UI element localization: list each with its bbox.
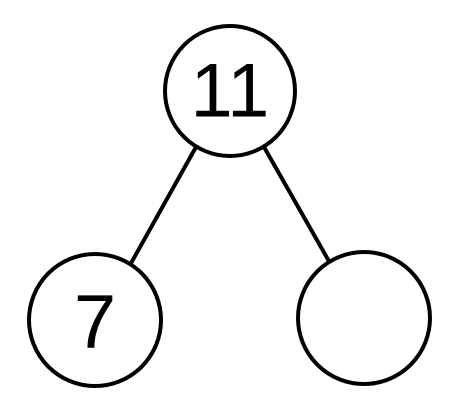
left-value: 7 [74, 280, 116, 365]
left-circle [27, 252, 163, 388]
top-circle [163, 24, 297, 158]
top-node: 11 [163, 24, 297, 158]
left-node: 7 [27, 252, 163, 388]
top-value: 11 [191, 49, 270, 134]
connector-right [262, 146, 332, 264]
right-node [296, 250, 432, 386]
right-circle [296, 250, 432, 386]
connector-left [128, 146, 198, 266]
